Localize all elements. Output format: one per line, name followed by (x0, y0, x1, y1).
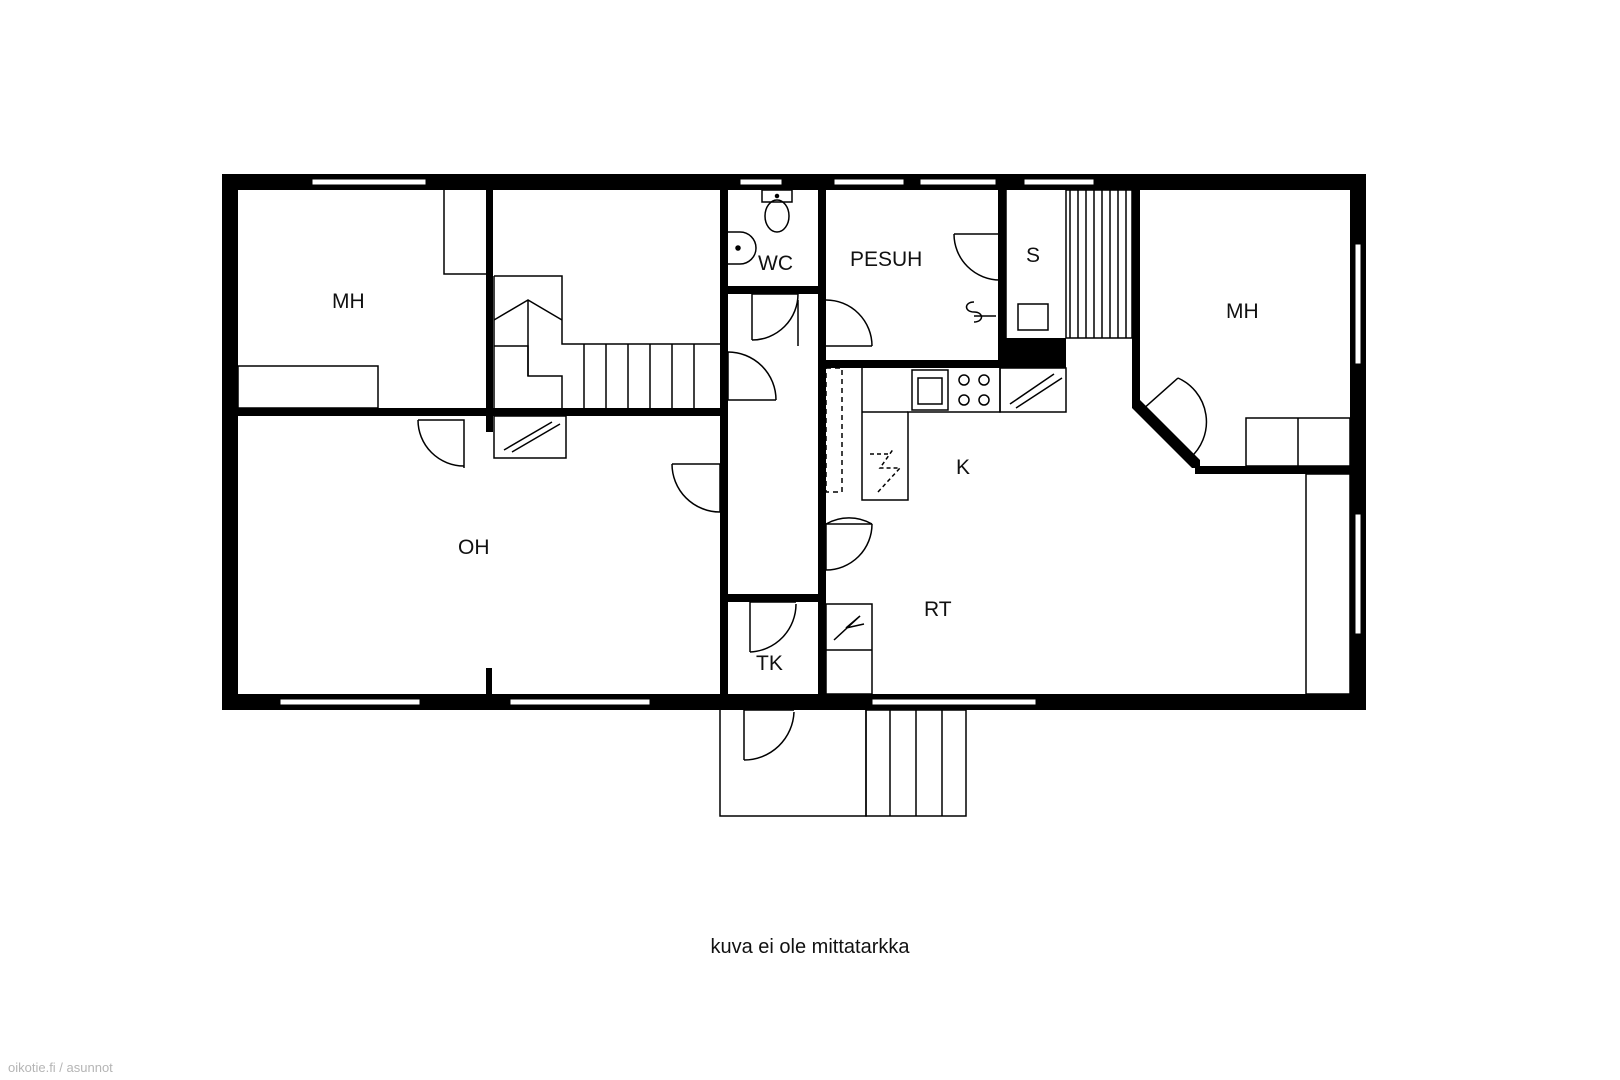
fixtures (728, 189, 996, 411)
built-ins (237, 189, 1351, 695)
room-label-mh-left: MH (332, 290, 365, 313)
room-label-mh-right: MH (1226, 300, 1259, 323)
room-label-rt: RT (924, 598, 952, 621)
room-label-sauna: S (1026, 244, 1040, 267)
caption: kuva ei ole mittatarkka (710, 936, 910, 958)
room-label-oh: OH (458, 536, 490, 559)
room-label-kitchen: K (956, 456, 970, 479)
room-label-tk: TK (756, 652, 783, 675)
watermark: oikotie.fi / asunnot (8, 1060, 113, 1075)
exterior-walls (222, 174, 1366, 710)
room-label-wc: WC (758, 252, 793, 275)
room-label-pesuh: PESUH (850, 248, 922, 271)
staircase (443, 190, 720, 408)
entrance-steps (719, 709, 967, 817)
windows (279, 178, 1362, 706)
doors (410, 233, 1208, 761)
